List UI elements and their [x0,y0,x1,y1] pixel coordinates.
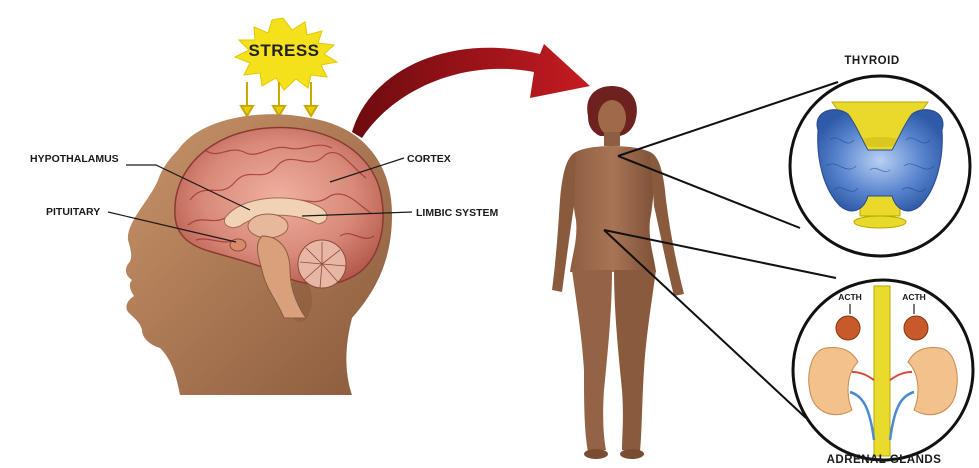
adrenal-inset: ACTH ACTH ADRENAL GLANDS [793,280,973,466]
stress-label: STRESS [248,41,319,60]
label-adrenal-glands: ADRENAL GLANDS [827,454,942,466]
label-limbic-system: LIMBIC SYSTEM [416,207,499,219]
curved-arrow-shaft [352,44,590,138]
thyroid-inset: THYROID [790,55,970,256]
head-illustration [126,114,392,395]
left-leg [572,270,612,452]
stress-arrow-left-head [241,106,253,116]
label-thyroid: THYROID [844,55,899,67]
stress-arrow-right-head [305,106,317,116]
label-acth-left: ACTH [838,292,862,302]
left-foot [584,449,608,459]
left-adrenal-gland [836,316,860,340]
right-leg [614,270,656,452]
thalamus [248,214,288,238]
label-pituitary: PITUITARY [46,206,100,218]
face [598,100,626,136]
label-hypothalamus: HYPOTHALAMUS [30,153,119,165]
right-foot [620,449,644,459]
right-adrenal-gland [904,316,928,340]
stress-arrows [241,82,317,116]
label-acth-right: ACTH [902,292,926,302]
human-figure [552,86,684,459]
label-cortex: CORTEX [407,153,451,165]
curved-arrow [352,44,590,138]
stress-burst: STRESS [235,18,337,90]
aorta [874,286,890,456]
neck [604,132,620,146]
trachea-ring-bottom [854,216,906,228]
